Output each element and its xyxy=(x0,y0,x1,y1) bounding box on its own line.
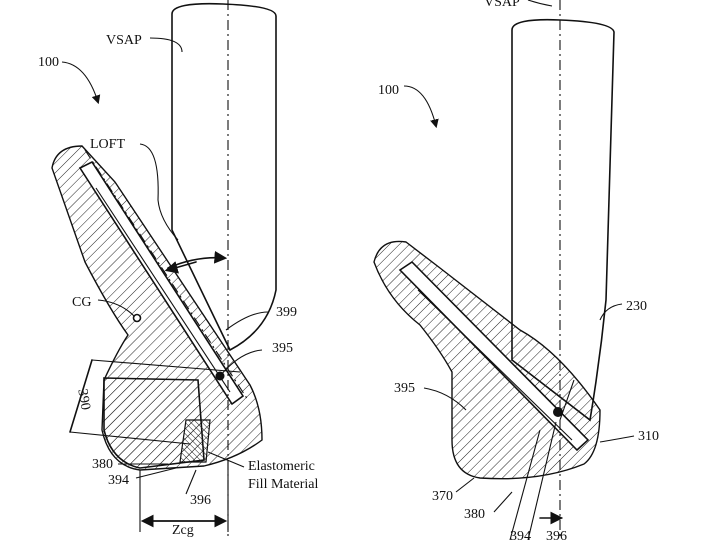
left-ref-395: 395 xyxy=(272,341,293,356)
left-elastomeric-fill xyxy=(180,420,210,462)
right-ref-310: 310 xyxy=(638,429,659,444)
right-ref-380: 380 xyxy=(464,507,485,522)
left-ref-394: 394 xyxy=(108,473,129,488)
right-vsap-label: VSAP xyxy=(484,0,520,10)
left-figure: 100 VSAP LOFT CG 399 395 390 380 394 396… xyxy=(38,0,318,540)
right-ref-396: 396 xyxy=(546,529,567,540)
left-ref-380: 380 xyxy=(92,457,113,472)
right-ref-100: 100 xyxy=(378,83,399,98)
left-ref-399: 399 xyxy=(276,305,297,320)
left-fill-label-1: Elastomeric xyxy=(248,459,315,474)
left-zcg-label: Zcg xyxy=(172,523,194,538)
right-ref-370: 370 xyxy=(432,489,453,504)
right-ref-395: 395 xyxy=(394,381,415,396)
right-ref-394: 394 xyxy=(510,529,531,540)
left-loft-label: LOFT xyxy=(90,137,125,152)
left-ref-396: 396 xyxy=(190,493,211,508)
left-fill-label-2: Fill Material xyxy=(248,477,318,492)
left-ref-100: 100 xyxy=(38,55,59,70)
left-cg-label: CG xyxy=(72,295,91,310)
right-figure: 100 VSAP 230 395 310 370 380 394 396 xyxy=(374,0,659,540)
right-ref-230: 230 xyxy=(626,299,647,314)
left-cg-marker xyxy=(134,315,141,322)
left-vsap-label: VSAP xyxy=(106,33,142,48)
